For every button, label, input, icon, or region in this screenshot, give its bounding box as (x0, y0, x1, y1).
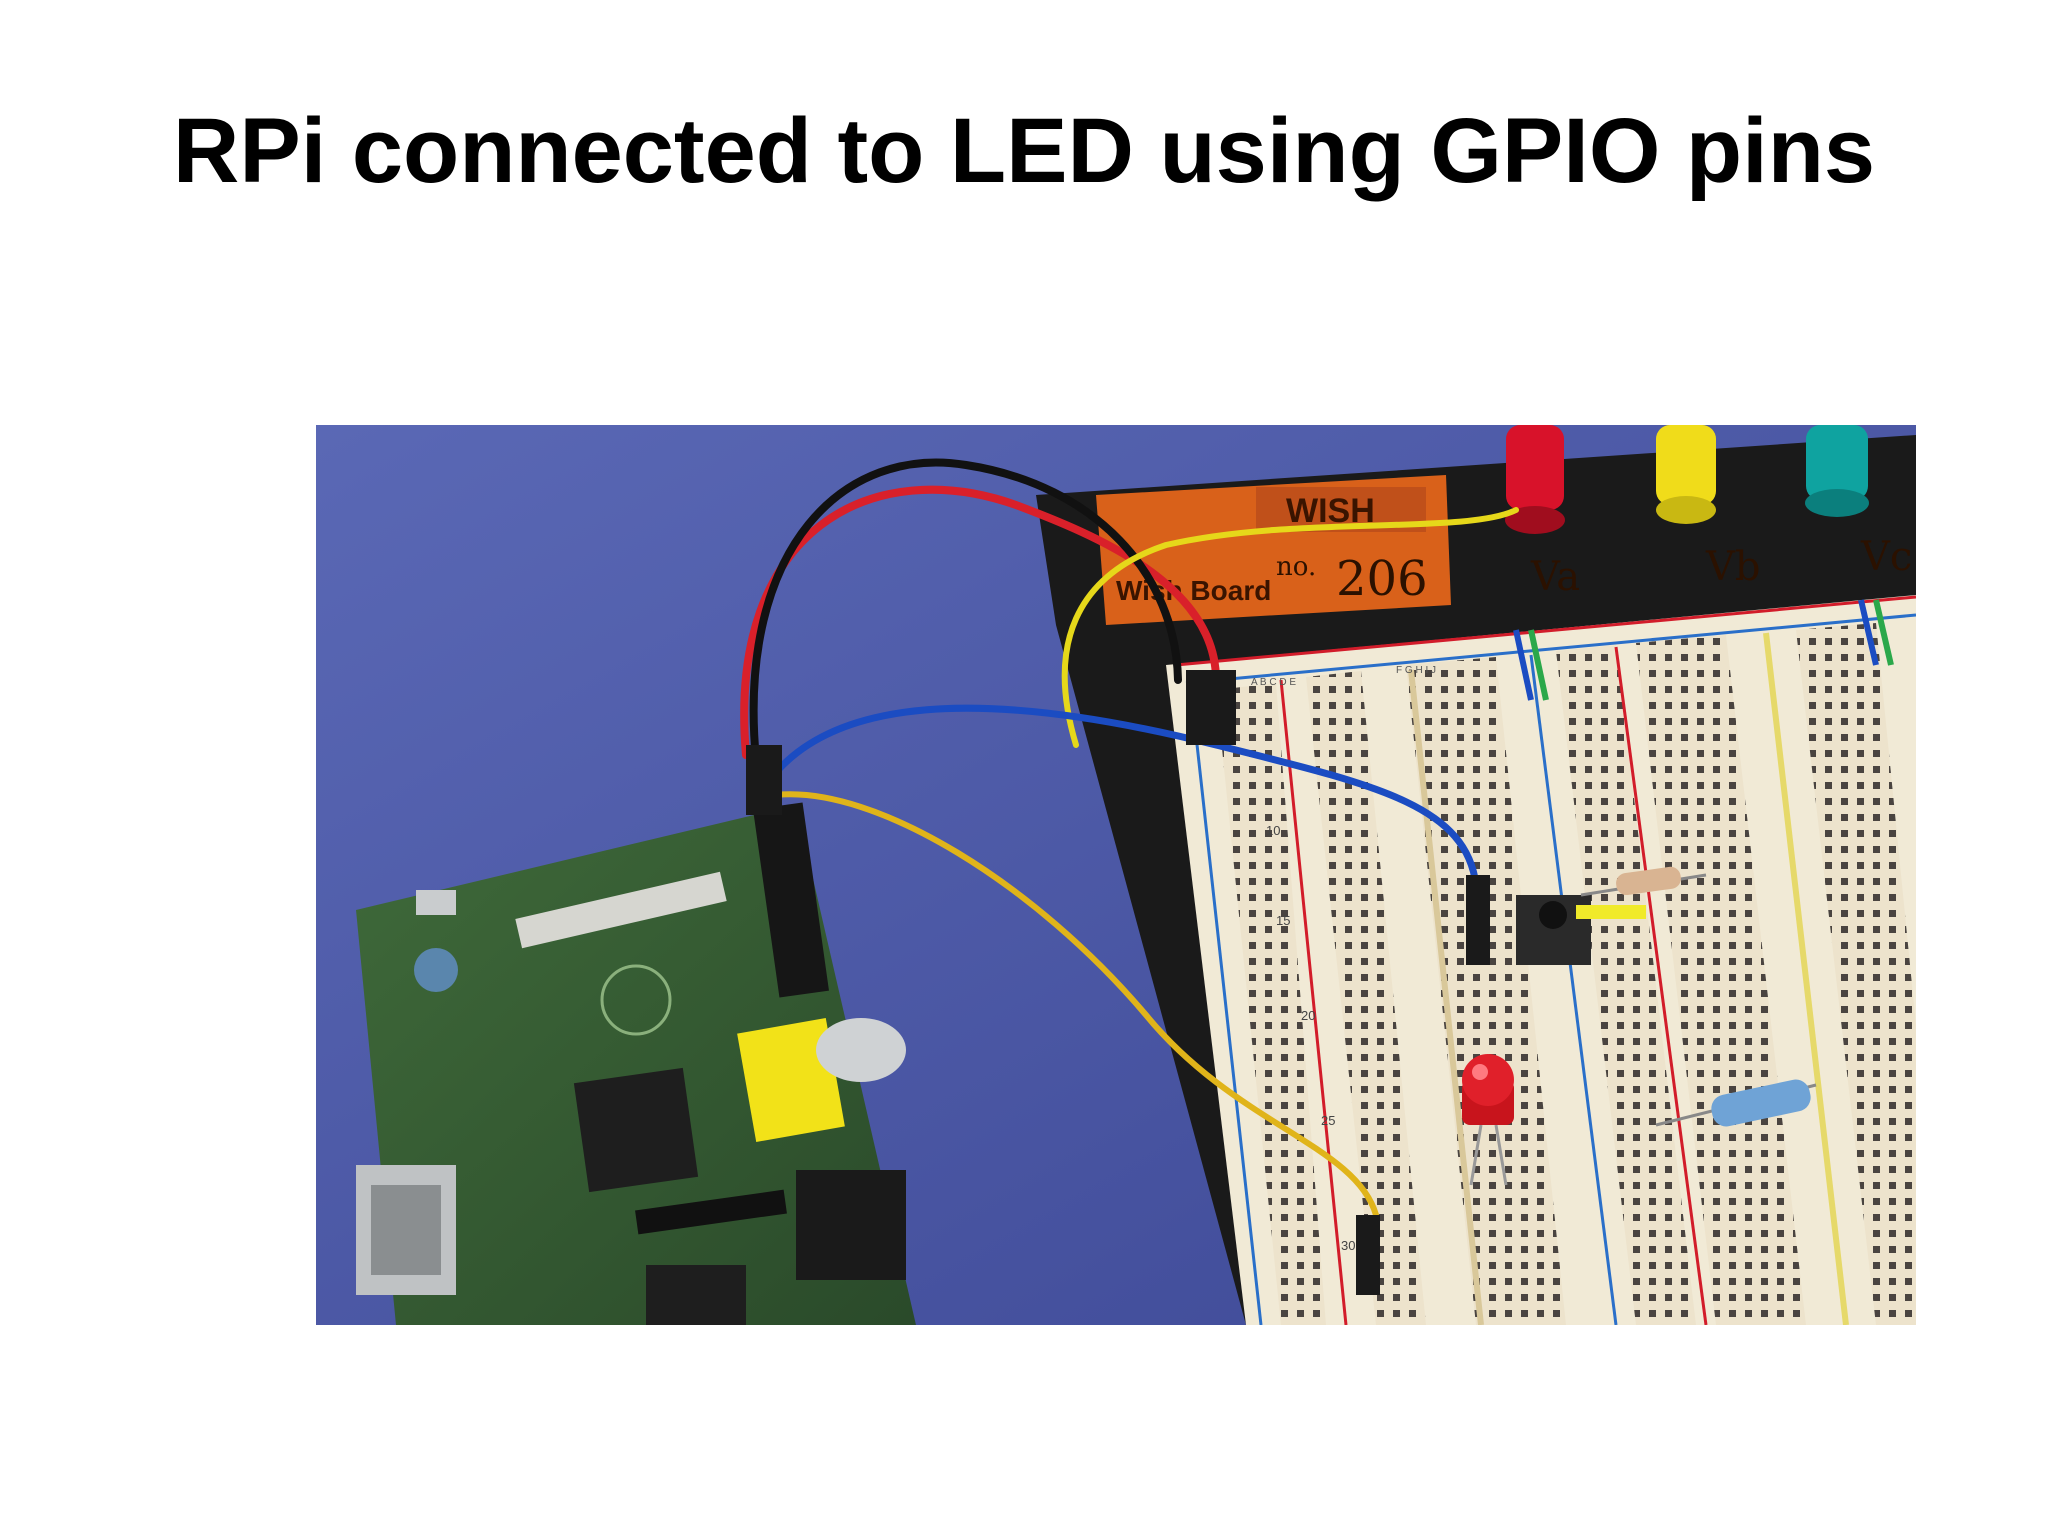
board-label: WISH Wish Board no. 206 (1096, 475, 1451, 625)
wire-red (740, 485, 1220, 759)
wire-black (749, 458, 1182, 764)
svg-text:25: 25 (1321, 1113, 1335, 1128)
jumper-green-1 (1528, 629, 1549, 701)
red-led (1462, 1054, 1514, 1186)
jumper-green-2 (1873, 599, 1894, 666)
column-letters-left: A B C D E (1251, 677, 1296, 688)
terminal-label-b: Vb (1705, 544, 1761, 590)
column-letters-right: F G H I J (1396, 665, 1436, 676)
wire-yellow-top (1061, 507, 1519, 748)
power-rails (1175, 595, 1916, 1325)
gpio-wire-headers (746, 745, 782, 815)
svg-text:no.: no. (1276, 552, 1316, 582)
slide-title: RPi connected to LED using GPIO pins (172, 100, 1876, 202)
svg-text:30: 30 (1341, 1238, 1355, 1253)
svg-text:206: 206 (1336, 551, 1428, 607)
svg-text:15: 15 (1276, 913, 1290, 928)
raspberry-pi-board (356, 802, 916, 1325)
jumper-blue-2 (1858, 599, 1879, 666)
wire-header-blue (1466, 875, 1490, 965)
jumper-blue-1 (1513, 629, 1534, 701)
row-numbers: 10 15 20 25 30 (1266, 823, 1355, 1253)
wire-yellow-gpio (773, 791, 1379, 1218)
terminal-label-a: Va (1530, 554, 1580, 600)
wire-header-yellow (1356, 1215, 1380, 1295)
svg-text:20: 20 (1301, 1008, 1315, 1023)
wire-header-top (1186, 670, 1236, 745)
binding-post-yellow (1656, 425, 1716, 524)
binding-post-teal (1805, 425, 1869, 517)
photo-rpi-breadboard: WISH Wish Board no. 206 Va Vb Vc (316, 425, 1916, 1325)
terminal-label-c: Vc (1860, 534, 1912, 580)
resistor-bottom (1655, 1079, 1817, 1127)
svg-text:10: 10 (1266, 823, 1280, 838)
svg-text:Wish Board: Wish Board (1116, 575, 1271, 606)
resistor-top (1580, 866, 1707, 897)
binding-post-red (1505, 425, 1565, 534)
jumper-yellow-short (1576, 905, 1646, 919)
